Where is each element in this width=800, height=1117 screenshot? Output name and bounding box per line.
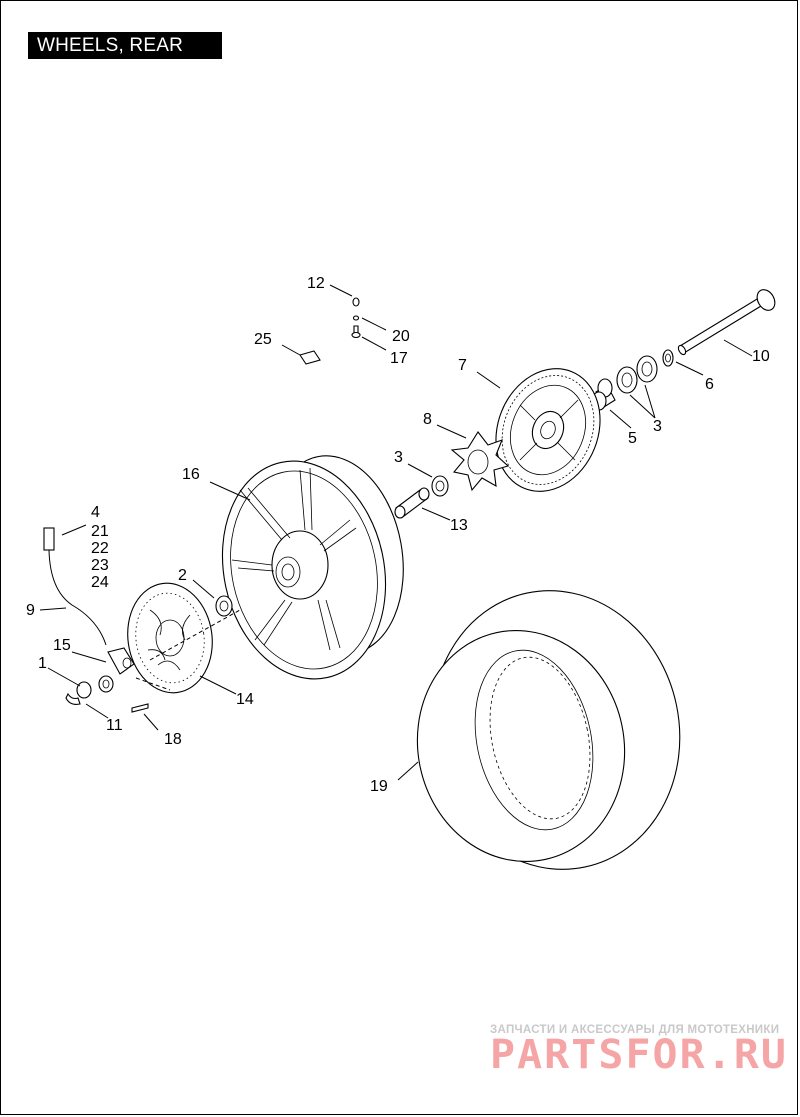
axle-spacer-part bbox=[76, 675, 114, 699]
callout-23: 23 bbox=[91, 557, 109, 574]
watermark: ЗАПЧАСТИ И АКСЕССУАРЫ ДЛЯ МОТОТЕХНИКИ PA… bbox=[490, 1024, 788, 1078]
callout-9: 9 bbox=[26, 602, 35, 619]
bearing-right-part bbox=[616, 355, 658, 394]
watermark-text: ЗАПЧАСТИ И АКСЕССУАРЫ ДЛЯ МОТОТЕХНИКИ bbox=[490, 1024, 779, 1036]
callout-2: 2 bbox=[178, 567, 187, 584]
rear-sprocket-part bbox=[495, 368, 601, 492]
callout-12: 12 bbox=[307, 275, 325, 292]
wheel-speed-sensor-part bbox=[43, 527, 107, 646]
callout-3-right: 3 bbox=[653, 418, 662, 435]
callout-21: 21 bbox=[91, 523, 109, 540]
callout-11: 11 bbox=[106, 717, 123, 734]
callout-1: 1 bbox=[38, 655, 47, 672]
cush-drive-part bbox=[450, 431, 510, 492]
callout-13: 13 bbox=[450, 517, 468, 534]
callout-14: 14 bbox=[236, 691, 254, 708]
bearing-left-part bbox=[431, 475, 449, 497]
balance-weight-part bbox=[299, 350, 321, 365]
callout-6: 6 bbox=[705, 376, 714, 393]
callout-18: 18 bbox=[164, 731, 182, 748]
tire-part bbox=[416, 590, 681, 870]
callout-8: 8 bbox=[423, 411, 432, 428]
callout-20: 20 bbox=[392, 328, 410, 345]
callout-10: 10 bbox=[752, 348, 770, 365]
watermark-logo: PARTSFOR.RU bbox=[490, 1032, 788, 1078]
axle-part bbox=[677, 289, 776, 356]
callout-4: 4 bbox=[91, 504, 100, 521]
callout-24: 24 bbox=[91, 574, 109, 591]
callout-5: 5 bbox=[628, 430, 637, 447]
wheel-bearing-part bbox=[215, 595, 233, 617]
callout-15: 15 bbox=[53, 637, 71, 654]
wheel-part bbox=[221, 455, 404, 680]
callout-22: 22 bbox=[91, 540, 109, 557]
diagram-title: WHEELS, REAR bbox=[28, 32, 222, 59]
valve-stem-part bbox=[351, 297, 361, 339]
callout-16: 16 bbox=[182, 466, 200, 483]
clip-part bbox=[65, 692, 81, 705]
callout-17: 17 bbox=[390, 350, 408, 367]
spacer-part bbox=[591, 378, 616, 411]
washer-part bbox=[662, 349, 674, 367]
brake-disc-part bbox=[127, 582, 213, 694]
callout-3-left: 3 bbox=[394, 449, 403, 466]
callout-19: 19 bbox=[370, 778, 388, 795]
callout-7: 7 bbox=[458, 357, 467, 374]
screw-part bbox=[131, 703, 149, 713]
sensor-bracket-part bbox=[107, 647, 135, 675]
callout-25: 25 bbox=[254, 331, 272, 348]
leader-lines bbox=[39, 284, 753, 781]
callout-labels: 12 20 17 25 10 6 7 3 5 8 3 13 16 2 4 21 … bbox=[26, 275, 770, 795]
sleeve-part bbox=[394, 487, 430, 519]
